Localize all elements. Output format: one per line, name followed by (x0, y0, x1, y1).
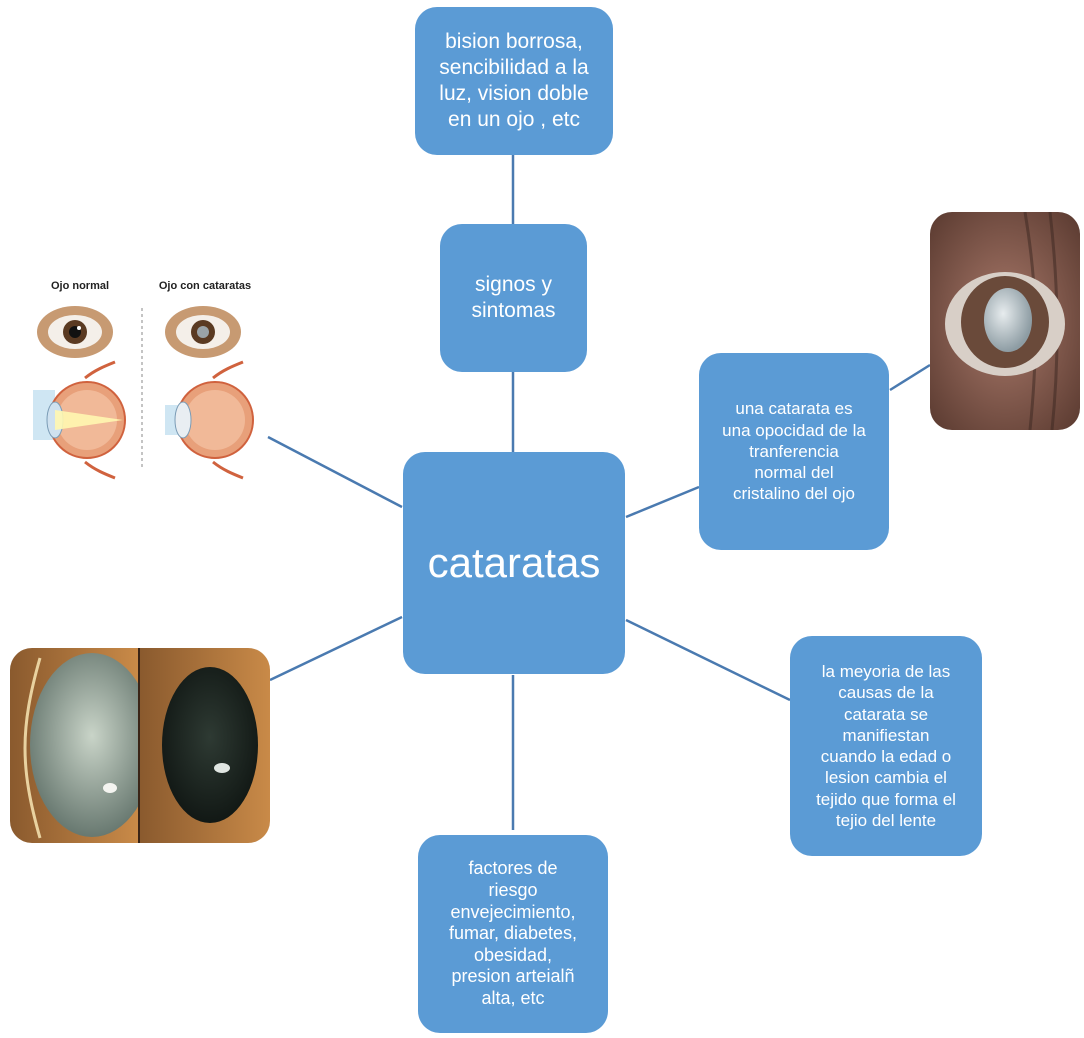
risk-factors-node: factores de riesgo envejecimiento, fumar… (418, 835, 608, 1033)
symptoms-detail-node: bision borrosa, sencibilidad a la luz, v… (415, 7, 613, 155)
symptoms-label: signos y sintomas (471, 272, 555, 325)
causes-node: la meyoria de las causas de la catarata … (790, 636, 982, 856)
risk-factors-label: factores de riesgo envejecimiento, fumar… (449, 858, 577, 1009)
connector-slit-lamp-photo (270, 617, 402, 680)
definition-node: una catarata es una opocidad de la tranf… (699, 353, 889, 550)
connector-definition-photo (890, 365, 930, 390)
cataract-eye-photo (930, 212, 1080, 430)
center-node: cataratas (403, 452, 625, 674)
eye-cataract-label: Ojo con cataratas (159, 280, 251, 292)
connector-causes (626, 620, 790, 700)
causes-label: la meyoria de las causas de la catarata … (816, 661, 956, 831)
symptoms-detail-label: bision borrosa, sencibilidad a la luz, v… (439, 29, 588, 134)
connector-eye-comparison (268, 437, 402, 507)
slit-lamp-photo (10, 648, 270, 843)
connector-definition (626, 487, 699, 517)
eye-comparison-illustration: Ojo normal Ojo con cataratas (25, 270, 265, 485)
center-node-label: cataratas (428, 537, 601, 590)
symptoms-node: signos y sintomas (440, 224, 587, 372)
eye-normal-label: Ojo normal (51, 280, 109, 292)
definition-label: una catarata es una opocidad de la tranf… (722, 398, 866, 504)
